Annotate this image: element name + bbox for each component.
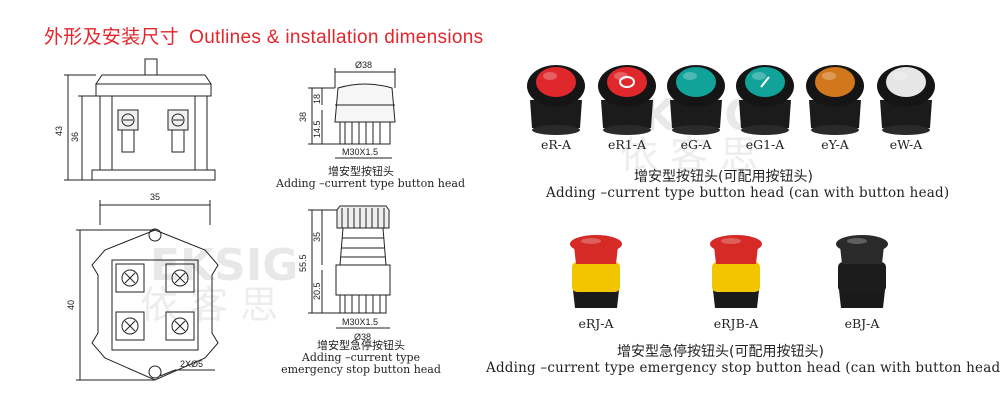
button-base — [532, 125, 580, 135]
push-button — [736, 65, 794, 135]
emergency-base — [839, 290, 885, 308]
emergency-ring — [712, 262, 760, 292]
dim-base-width: 35 — [150, 192, 160, 202]
product-photos: EKSIG 依 客 思 — [527, 65, 935, 308]
button-base — [603, 125, 651, 135]
technical-drawings: EKSIG 依 客 思 43 36 — [54, 58, 396, 381]
button-base — [672, 125, 720, 135]
button-row — [527, 65, 935, 135]
watermark-brand-left: EKSIG — [150, 240, 298, 291]
button-body — [809, 100, 861, 128]
button-highlight — [683, 72, 697, 80]
emergency-head-caption-en1: Adding –current type — [301, 351, 421, 364]
button-label: eR-A — [540, 137, 572, 152]
emergency-highlight — [581, 238, 601, 244]
button-cap — [815, 67, 855, 97]
button-head-caption: 增安型按钮头 Adding –current type button head — [276, 165, 465, 190]
button-label: eW-A — [889, 137, 923, 152]
button-cap — [676, 67, 716, 97]
button-body — [601, 100, 653, 128]
emergency-cap — [570, 235, 622, 253]
emergency-head-caption-en2: emergency stop button head — [281, 363, 441, 376]
dim-front-body: 36 — [70, 132, 80, 142]
emergency-label: eRJ-A — [578, 316, 614, 331]
emergency-cap — [710, 235, 762, 253]
emergency-caption-cn: 增安型急停按钮头(可配用按钮头) — [617, 344, 824, 360]
button-body — [880, 100, 932, 128]
emergency-label: eRJB-A — [713, 316, 759, 331]
button-head-view — [308, 68, 396, 159]
button-highlight — [893, 72, 907, 80]
dim-em-thread: M30X1.5 — [342, 317, 378, 327]
button-cap — [886, 67, 926, 97]
dim-em-bottom: 20.5 — [312, 282, 322, 300]
emergency-row — [570, 235, 888, 308]
button-body — [670, 100, 722, 128]
button-label: eY-A — [821, 137, 849, 152]
emergency-head-caption-cn: 增安型急停按钮头 — [317, 339, 405, 352]
button-cap — [607, 67, 647, 97]
title-cn: 外形及安装尺寸 — [44, 27, 180, 48]
dim-em-total: 55.5 — [298, 254, 308, 272]
watermark-cn-right: 依 客 思 — [620, 133, 758, 177]
front-view — [64, 58, 216, 181]
button-highlight — [752, 72, 766, 80]
push-button — [598, 65, 656, 135]
buttons-caption-cn: 增安型按钮头(可配用按钮头) — [634, 169, 813, 185]
push-button — [667, 65, 725, 135]
button-cap — [536, 67, 576, 97]
emergency-highlight — [721, 238, 741, 244]
button-head-caption-cn: 增安型按钮头 — [328, 165, 394, 178]
emergency-button — [570, 235, 622, 308]
button-base — [811, 125, 859, 135]
push-button — [877, 65, 935, 135]
push-button — [806, 65, 864, 135]
emergency-caption-en: Adding –current type emergency stop butt… — [486, 360, 1000, 376]
title-en: Outlines & installation dimensions — [189, 27, 484, 48]
dim-base-height: 40 — [66, 300, 76, 310]
button-label: eG1-A — [745, 137, 785, 152]
dim-front-total: 43 — [54, 126, 64, 136]
symbol-o-icon — [619, 76, 635, 88]
emergency-cap — [836, 235, 888, 253]
symbol-i-icon — [760, 76, 770, 88]
emergency-head-view — [308, 205, 391, 329]
push-button — [527, 65, 585, 135]
dim-head-dia: Ø38 — [355, 60, 372, 70]
button-highlight — [543, 72, 557, 80]
dim-head-thread: M30X1.5 — [342, 147, 378, 157]
button-base — [741, 125, 789, 135]
emergency-base — [573, 290, 619, 308]
button-body — [739, 100, 791, 128]
emergency-label: eBJ-A — [844, 316, 880, 331]
dim-head-top: 18 — [312, 94, 322, 104]
dim-holes: 2XØ5 — [180, 359, 203, 369]
emergency-highlight — [847, 238, 867, 244]
emergency-head-caption: 增安型急停按钮头 Adding –current type emergency … — [276, 340, 446, 376]
watermark-cn-left: 依 客 思 — [140, 283, 278, 327]
button-label: eR1-A — [607, 137, 646, 152]
emergency-base — [713, 290, 759, 308]
dim-em-top: 35 — [312, 232, 322, 242]
emergency-button — [836, 235, 888, 308]
base-view — [76, 200, 219, 381]
buttons-caption-en: Adding –current type button head (can wi… — [546, 185, 950, 201]
button-head-caption-en: Adding –current type button head — [276, 177, 465, 190]
dim-head-bottom: 14.5 — [312, 120, 322, 138]
button-base — [882, 125, 930, 135]
page-title: 外形及安装尺寸 Outlines & installation dimension… — [44, 22, 483, 49]
emergency-ring — [838, 262, 886, 292]
dim-head-total: 38 — [298, 112, 308, 122]
button-highlight — [822, 72, 836, 80]
emergency-button — [710, 235, 762, 308]
button-body — [530, 100, 582, 128]
dim-em-dia: Ø38 — [354, 332, 371, 342]
emergency-ring — [572, 262, 620, 292]
button-label: eG-A — [680, 137, 712, 152]
